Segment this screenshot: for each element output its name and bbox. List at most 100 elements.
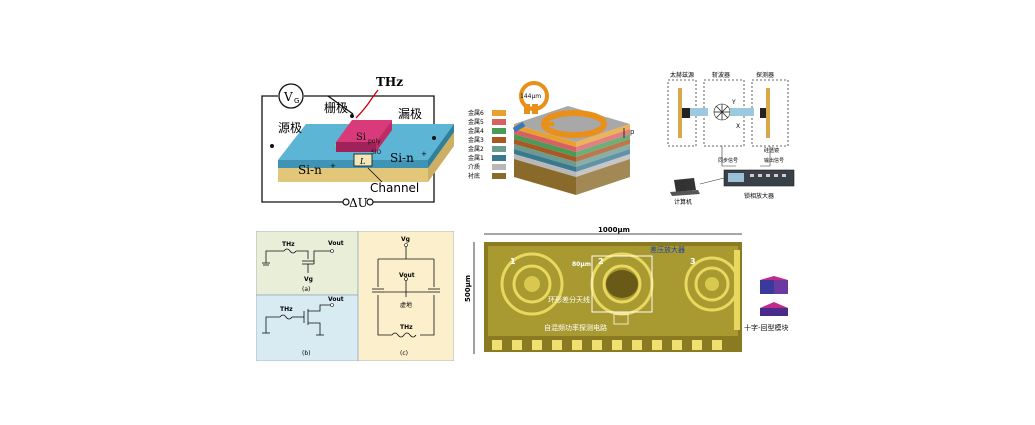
axis-y-label: Y <box>731 99 736 106</box>
amp-label: 差压放大器 <box>650 245 685 254</box>
stack-layer-front-5 <box>514 144 576 167</box>
legend-swatch-6 <box>492 155 506 161</box>
chip-number-2: 2 <box>598 257 604 266</box>
antenna-ring-icon: 144μm <box>519 81 549 114</box>
bond-pad <box>672 340 682 350</box>
bond-pad <box>532 340 542 350</box>
stack-layer-front-3 <box>514 134 576 157</box>
bond-pad <box>492 340 502 350</box>
legend-layer-3: 金属4 <box>468 127 484 135</box>
scale-label: 80μm <box>572 261 591 268</box>
stack-layer-front-4 <box>514 139 576 162</box>
legend-layer-6: 金属1 <box>468 154 484 162</box>
si-gate-label: Si <box>356 132 366 143</box>
chip-height-label: 500μm <box>464 275 472 302</box>
circuit-a-vg: Vg <box>304 276 313 283</box>
stack-layer-side-6 <box>576 149 630 172</box>
lockin-label: 锁相放大器 <box>744 192 774 200</box>
vg-sub: G <box>294 97 299 105</box>
chopper-label: 斩波器 <box>712 71 730 79</box>
thz-label: THz <box>376 75 403 89</box>
circuit-c-vg: Vg <box>401 236 410 243</box>
bond-pad <box>692 340 702 350</box>
metal-layer-stack <box>514 124 630 195</box>
stack-layer-side-8 <box>576 159 630 195</box>
circuit-a-vout: Vout <box>328 240 344 247</box>
source-label: 源极 <box>278 121 302 135</box>
chip-number-1: 1 <box>510 257 516 266</box>
drain-label: 漏极 <box>398 107 422 121</box>
stack-layer-front-7 <box>514 154 576 177</box>
legend-swatch-8 <box>492 173 506 179</box>
circuit-b-vout: Vout <box>328 296 344 303</box>
bond-pad <box>592 340 602 350</box>
lens-label: 硅透镜 <box>764 147 779 154</box>
legend-swatch-7 <box>492 164 506 170</box>
legend-layer-5: 金属2 <box>468 145 484 153</box>
sync-signal-label: 同步信号 <box>718 157 738 164</box>
oxide-label: SiO <box>371 149 381 156</box>
channel-label: Channel <box>370 181 419 195</box>
si-n-right-plus: + <box>421 150 427 158</box>
circuit-a-caption: (a) <box>302 286 310 293</box>
bond-pad <box>632 340 642 350</box>
legend-swatch-2 <box>492 119 506 125</box>
legend-layer-2: 金属5 <box>468 118 484 126</box>
stack-layer-side-7 <box>576 154 630 177</box>
legend-layer-1: 金属6 <box>468 109 484 117</box>
bond-pad <box>572 340 582 350</box>
si-gate-sub: poly <box>368 138 381 145</box>
circuits-panel: THz Vout Vg (a) THz Vout (b) Vg Vout 虚地 … <box>255 230 455 362</box>
diff-antenna-label: 环形差分天线 <box>548 295 590 304</box>
bond-pad <box>552 340 562 350</box>
port-label: p <box>630 128 635 136</box>
thz-wave <box>355 89 379 119</box>
detector-label: 探测器 <box>756 71 774 79</box>
legend-swatch-1 <box>492 110 506 116</box>
bond-pad <box>712 340 722 350</box>
stack-layer-front-8 <box>514 159 576 195</box>
si-n-right: Si-n <box>390 151 414 165</box>
stack-layer-front-6 <box>514 149 576 172</box>
stack-layer-side-5 <box>576 144 630 167</box>
axis-x-label: X <box>736 123 740 130</box>
thz-source-label: 太赫兹源 <box>670 71 694 79</box>
computer-icon <box>670 178 700 196</box>
antenna-dimension-label: 144μm <box>520 93 541 100</box>
si-n-left-plus: + <box>330 162 336 170</box>
chip-number-3: 3 <box>690 257 696 266</box>
vg-label: V <box>283 90 293 104</box>
stack-layer-side-2 <box>576 129 630 152</box>
si-n-left: Si-n <box>298 163 322 177</box>
detector-circuit-label: 自混频功率探测电路 <box>544 323 607 332</box>
circuit-b-thz: THz <box>280 306 293 313</box>
legend-swatch-3 <box>492 128 506 134</box>
chip-micrograph-panel: 1000μm 500μm 1 2 3 80μm 差压放大器 环形差分天线 自混频… <box>462 226 816 358</box>
legend-layer-4: 金属3 <box>468 136 484 144</box>
legend-layer-8: 衬底 <box>468 172 480 180</box>
circuit-c-virtual-ground: 虚地 <box>400 301 412 309</box>
stack-layer-side-4 <box>576 139 630 162</box>
bond-pad <box>512 340 522 350</box>
stack-layer-side-1 <box>576 124 630 147</box>
circuit-c-thz: THz <box>400 324 413 331</box>
transistor-panel: V G L THz 栅极 源极 漏极 Si poly SiO Si-n + Si… <box>258 64 454 222</box>
circuit-c-caption: (c) <box>400 350 408 357</box>
length-label: L <box>359 157 365 166</box>
legend-swatch-5 <box>492 146 506 152</box>
bond-pad <box>612 340 622 350</box>
legend-swatch-4 <box>492 137 506 143</box>
gate-label: 栅极 <box>324 100 348 115</box>
circuit-a-thz: THz <box>282 241 295 248</box>
test-setup-panel: 太赫兹源 斩波器 探测器 Y X 硅透镜 同步信号 输出信号 计算机 锁相放大器 <box>660 70 800 210</box>
chip-width-label: 1000μm <box>598 226 630 234</box>
stack-layer-side-3 <box>576 134 630 157</box>
delta-u-label: ΔU <box>349 196 368 210</box>
computer-label: 计算机 <box>674 198 692 206</box>
stack-layer-front-1 <box>514 124 576 147</box>
bond-pad <box>652 340 662 350</box>
stack-layer-front-2 <box>514 129 576 152</box>
legend-layer-7: 介质 <box>468 163 480 171</box>
